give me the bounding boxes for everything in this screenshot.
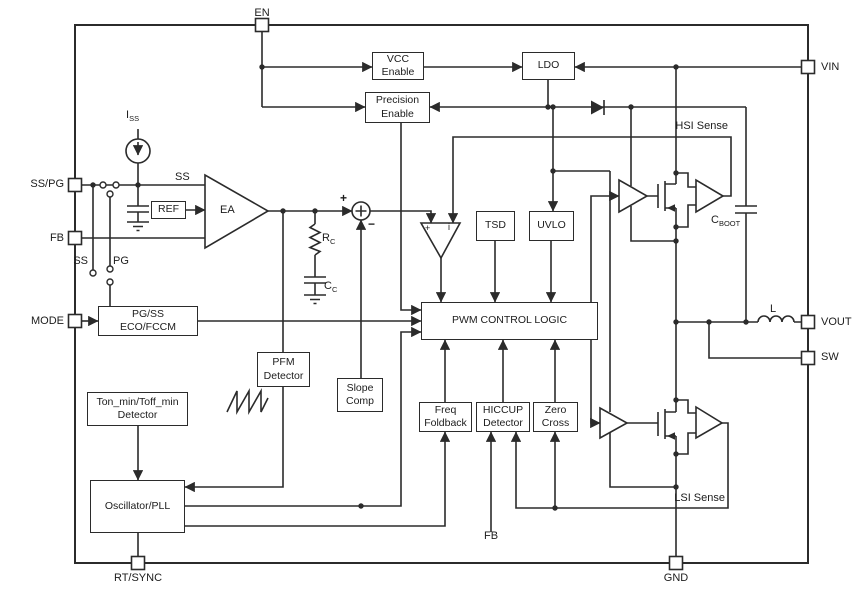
- solid-symbols: [591, 100, 675, 440]
- comparator-current-label: i: [448, 222, 450, 232]
- en-pin-label: EN: [254, 7, 270, 19]
- block-oscillator-pll: Oscillator/PLL: [90, 480, 185, 533]
- wire-hsi-sense-to-comparator: [447, 136, 732, 224]
- summing-plus-label: +: [340, 191, 348, 205]
- mode-pin-label: MODE: [31, 315, 64, 327]
- vin-pin-label: VIN: [821, 61, 840, 73]
- switch-contacts: [89, 181, 120, 286]
- sw-pin-label: SW: [821, 351, 839, 363]
- wires: [82, 31, 802, 557]
- amplifier-shapes: [125, 138, 725, 440]
- cboot-label: CBOOT: [711, 214, 741, 229]
- block-precision-enable: Precision Enable: [365, 92, 430, 123]
- fb-pin: [67, 230, 83, 246]
- ss-pg-pin: [67, 177, 83, 193]
- wire-oscillator-to-freq-foldback: [185, 431, 451, 527]
- bootstrap-diode: [591, 100, 604, 115]
- fb-sense-label: FB: [483, 530, 499, 542]
- iss-label: ISS: [126, 109, 140, 124]
- vout-pin: [800, 314, 816, 330]
- cc-label: CC: [324, 280, 338, 295]
- mode-pin: [67, 313, 83, 329]
- pg-ss-line2: ECO/FCCM: [120, 321, 176, 333]
- ls-mosfet-arrow: [667, 432, 675, 440]
- wire-pfm-to-oscillator: [184, 387, 284, 493]
- rt-sync-pin-label: RT/SYNC: [113, 572, 163, 584]
- chip-outline: [74, 24, 809, 564]
- summing-plus-mark: [355, 205, 367, 217]
- pg-ss-line1: PG/SS: [131, 307, 165, 320]
- block-pfm-detector: PFM Detector: [257, 352, 310, 387]
- block-ldo: LDO: [522, 52, 575, 80]
- block-zero-cross: Zero Cross: [533, 402, 578, 432]
- rt-sync-pin: [130, 555, 146, 571]
- wire-lsi-sense-to-hiccup: [510, 422, 729, 509]
- block-ref: REF: [151, 201, 186, 219]
- block-vcc-enable: VCC Enable: [372, 52, 424, 80]
- wire-summing-to-comparator: [370, 210, 437, 224]
- block-pg-ss-eco-fccm: PG/SS ECO/FCCM: [98, 306, 198, 336]
- wire-oscillator-to-pwm: [185, 326, 422, 507]
- block-tsd: TSD: [476, 211, 515, 241]
- block-uvlo: UVLO: [529, 211, 574, 241]
- block-slope-comp: Slope Comp: [337, 378, 383, 412]
- block-freq-foldback: Freq Foldback: [419, 402, 472, 432]
- block-ton-toff-detector: Ton_min/Toff_min Detector: [87, 392, 188, 426]
- block-pwm-control-logic: PWM CONTROL LOGIC: [421, 302, 598, 340]
- arrow-wires: [82, 61, 801, 532]
- error-amplifier-triangle: [204, 173, 270, 250]
- block-hiccup-detector: HICCUP Detector: [476, 402, 530, 432]
- soft-start-net-label: SS: [175, 171, 190, 183]
- gnd-pin: [668, 555, 684, 571]
- pin-squares: [67, 17, 816, 571]
- en-pin: [254, 17, 270, 33]
- pwm-comparator-triangle: [419, 222, 462, 260]
- pg-switch-label: PG: [113, 255, 129, 267]
- ss-pg-pin-label: SS/PG: [30, 178, 64, 190]
- lsi-sense-amp-triangle: [695, 405, 724, 440]
- vout-pin-label: VOUT: [821, 316, 852, 328]
- summing-minus-label: −: [368, 217, 376, 231]
- inductor-label: L: [769, 303, 777, 315]
- hsi-sense-label: HSI Sense: [675, 120, 728, 132]
- gnd-pin-label: GND: [663, 572, 689, 584]
- inductor-coil: [757, 315, 795, 323]
- wire-pwm-to-hs-driver: [590, 190, 620, 302]
- hs-driver-triangle: [618, 178, 649, 214]
- fb-pin-label: FB: [49, 232, 64, 244]
- vin-pin: [800, 59, 816, 75]
- wire-precision-enable-to-pwm: [400, 123, 422, 316]
- junction-dots: [90, 64, 749, 511]
- wire-pwm-to-ls-driver: [590, 340, 601, 429]
- lsi-sense-label: LSI Sense: [674, 492, 725, 504]
- rc-label: RC: [322, 232, 336, 247]
- hs-mosfet-arrow: [667, 204, 675, 212]
- ss-switch-label: SS: [73, 255, 88, 267]
- hsi-sense-amp-triangle: [695, 178, 725, 214]
- comparator-plus-label: +: [425, 223, 431, 233]
- sw-pin: [800, 350, 816, 366]
- ls-driver-triangle: [599, 406, 629, 440]
- error-amp-label: EA: [220, 204, 235, 216]
